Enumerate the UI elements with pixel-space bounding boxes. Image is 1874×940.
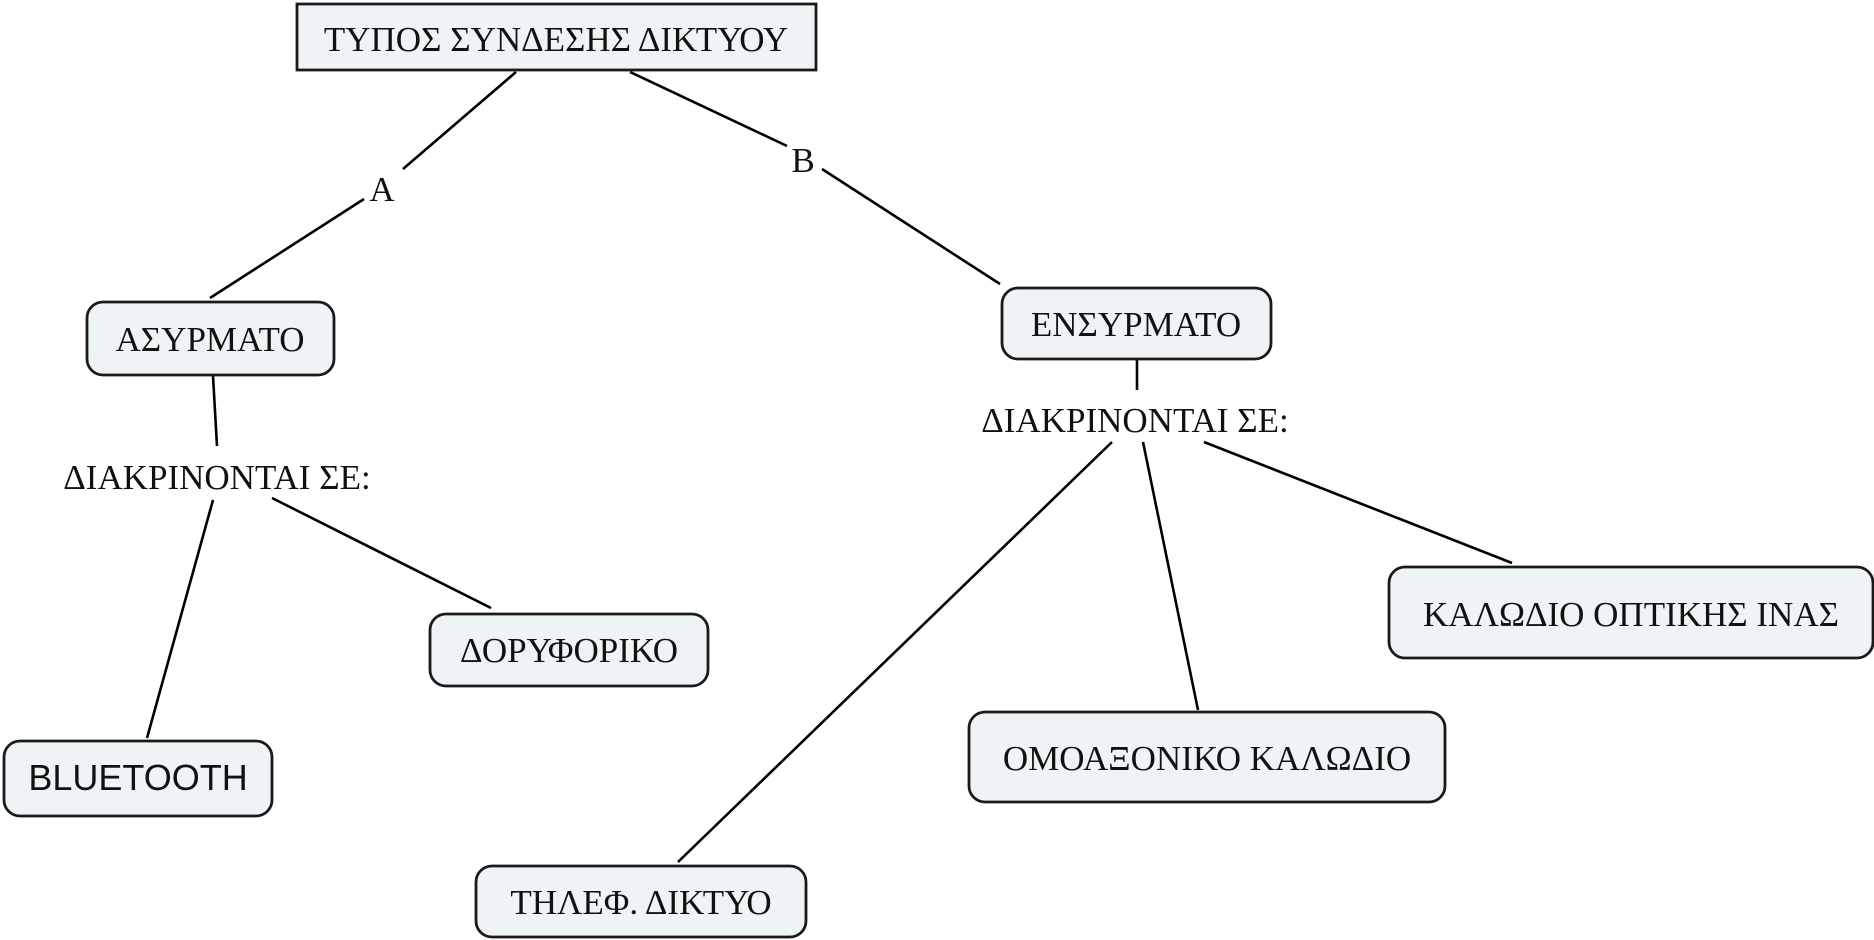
connector-distinguished-to-satellite: [271, 496, 492, 610]
connector-distinguished-to-fiber: [1203, 440, 1513, 565]
connector-label-wireless: ΔΙΑΚΡΙΝΟΝΤΑΙ ΣΕ:: [63, 458, 370, 497]
node-telephone: ΤΗΛΕΦ. ΔΙΚΤΥΟ: [474, 864, 808, 939]
node-fiber-box: [1387, 565, 1874, 660]
root-node-box: [295, 2, 818, 72]
node-fiber: ΚΑΛΩΔΙΟ ΟΠΤΙΚΗΣ ΙΝΑΣ: [1387, 565, 1874, 660]
node-bluetooth: BLUETOOTH: [2, 739, 274, 818]
connector-b-label-to-wired: [821, 167, 1001, 286]
root-node: ΤΥΠΟΣ ΣΥΝΔΕΣΗΣ ΔΙΚΤΥΟΥ: [295, 2, 818, 72]
connector-distinguished-to-coaxial: [1141, 441, 1200, 711]
node-wireless-label: ΑΣΥΡΜΑΤΟ: [116, 320, 305, 359]
root-node-label: ΤΥΠΟΣ ΣΥΝΔΕΣΗΣ ΔΙΚΤΥΟΥ: [324, 20, 788, 59]
connector-distinguished-to-telephone: [677, 441, 1113, 863]
node-coaxial-box: [967, 710, 1447, 804]
node-wired-box: [1000, 286, 1273, 361]
link-label-b: Β: [791, 141, 814, 180]
node-wired: ΕΝΣΥΡΜΑΤΟ: [1000, 286, 1273, 361]
connectors: [145, 70, 1513, 863]
node-telephone-label: ΤΗΛΕΦ. ΔΙΚΤΥΟ: [510, 883, 771, 922]
link-label-a: Α: [369, 170, 395, 209]
node-telephone-box: [474, 864, 808, 939]
node-wireless-box: [85, 300, 336, 377]
node-wired-label: ΕΝΣΥΡΜΑΤΟ: [1031, 305, 1241, 344]
connector-a-label-to-wireless: [209, 197, 365, 300]
connector-label-wired: ΔΙΑΚΡΙΝΟΝΤΑΙ ΣΕ:: [981, 401, 1288, 440]
node-bluetooth-label: BLUETOOTH: [28, 757, 247, 798]
connector-distinguished-to-bluetooth: [145, 499, 215, 739]
connector-root-to-a-label: [402, 71, 517, 170]
connector-wireless-to-distinguished: [211, 375, 219, 447]
node-bluetooth-box: [2, 739, 274, 818]
node-satellite: ΔΟΡΥΦΟΡΙΚΟ: [428, 612, 710, 688]
node-coaxial-label: ΟΜΟΑΞΟΝΙΚΟ ΚΑΛΩΔΙΟ: [1003, 739, 1411, 778]
node-satellite-label: ΔΟΡΥΦΟΡΙΚΟ: [460, 631, 678, 670]
node-wireless: ΑΣΥΡΜΑΤΟ: [85, 300, 336, 377]
connector-root-to-b-label: [629, 70, 788, 148]
node-coaxial: ΟΜΟΑΞΟΝΙΚΟ ΚΑΛΩΔΙΟ: [967, 710, 1447, 804]
node-fiber-label: ΚΑΛΩΔΙΟ ΟΠΤΙΚΗΣ ΙΝΑΣ: [1423, 595, 1839, 634]
node-satellite-box: [428, 612, 710, 688]
